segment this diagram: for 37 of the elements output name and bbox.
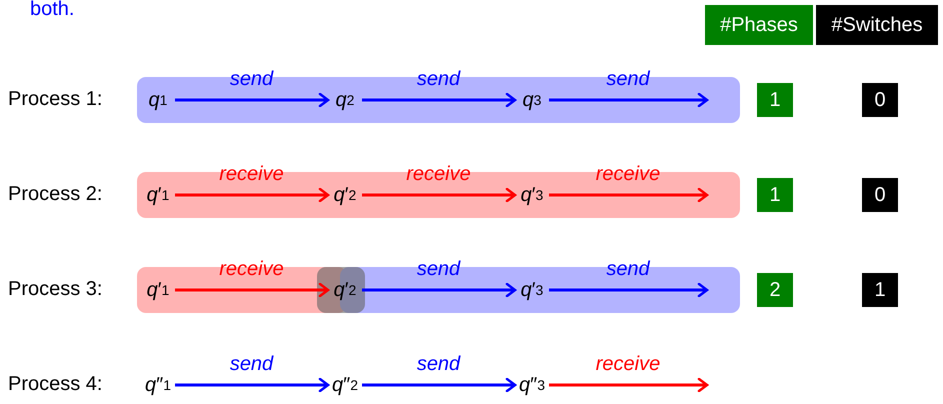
edge-label: send: [230, 353, 274, 376]
arrow: [175, 378, 330, 392]
edge-label: send: [606, 258, 650, 281]
arrow: [362, 378, 516, 392]
arrow: [549, 378, 708, 392]
edge-label: send: [416, 68, 460, 91]
arrow: [175, 282, 330, 298]
arrow: [362, 92, 516, 108]
edge-label: send: [230, 68, 274, 91]
edge-label: send: [416, 258, 460, 281]
edge-label: receive: [596, 353, 660, 376]
phase-count: 2: [757, 273, 793, 307]
phase-count: 1: [757, 83, 793, 117]
arrow: [549, 188, 708, 202]
text-fragment: both.: [30, 0, 74, 21]
process-label: Process 4:: [8, 373, 102, 396]
arrow: [549, 92, 708, 108]
switch-count: 0: [862, 83, 898, 117]
arrow: [362, 188, 516, 202]
header-cell: #Switches: [816, 5, 938, 45]
phase-count: 1: [757, 178, 793, 212]
switch-count: 1: [862, 273, 898, 307]
process-label: Process 1:: [8, 88, 102, 111]
switch-count: 0: [862, 178, 898, 212]
process-label: Process 2:: [8, 183, 102, 206]
edge-label: receive: [219, 258, 284, 281]
arrow: [175, 188, 330, 202]
edge-label: send: [416, 353, 460, 376]
header-cell: #Phases: [705, 5, 813, 45]
edge-label: receive: [406, 163, 471, 186]
arrow: [175, 92, 330, 108]
process-label: Process 3:: [8, 278, 102, 301]
edge-label: receive: [596, 163, 660, 186]
edge-label: send: [606, 68, 650, 91]
edge-label: receive: [219, 163, 284, 186]
arrow: [549, 282, 708, 298]
arrow: [362, 282, 516, 298]
